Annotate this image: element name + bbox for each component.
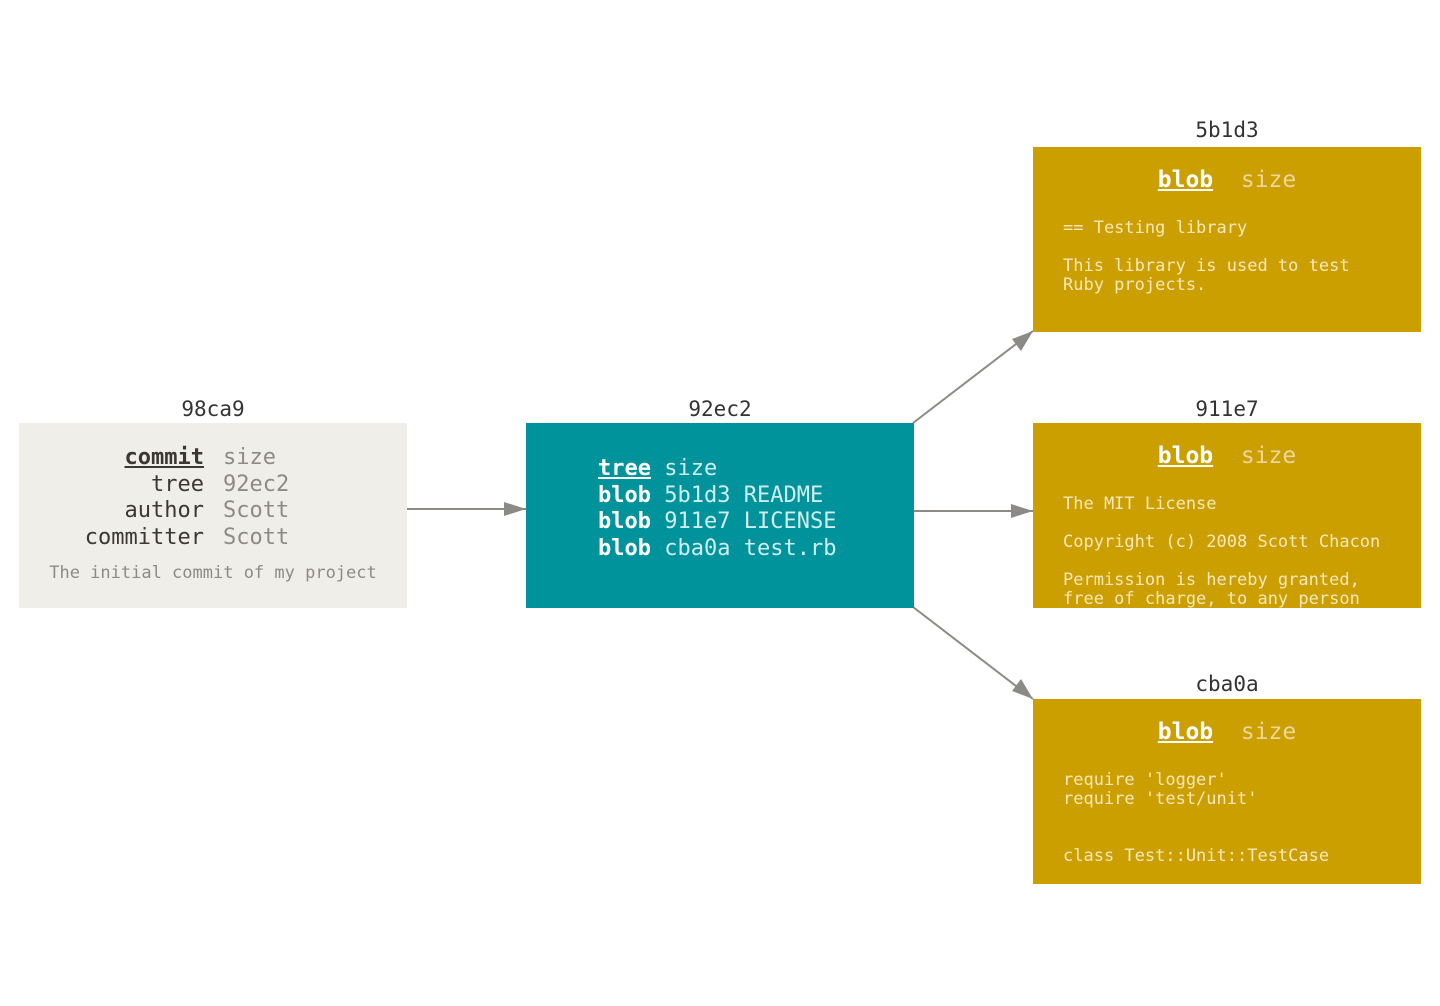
arrowhead xyxy=(504,502,526,516)
commit-row-key: tree xyxy=(151,471,204,497)
tree-entry: blob 911e7 LICENSE xyxy=(598,509,908,536)
commit-type: commit xyxy=(124,445,204,470)
entry-name: README xyxy=(743,482,824,508)
blob-object: blob size require 'logger' require 'test… xyxy=(1033,699,1421,884)
commit-row-value: Scott xyxy=(223,524,290,550)
tree-size: size xyxy=(664,456,718,481)
commit-size: size xyxy=(223,445,276,470)
entry-hash: cba0a xyxy=(664,535,731,561)
arrowhead xyxy=(1012,331,1033,351)
blob-object: blob size == Testing library This librar… xyxy=(1033,147,1421,332)
arrow-tree-to-blob-5b1d3 xyxy=(912,330,1034,424)
commit-row-value: Scott xyxy=(223,498,290,523)
blob-content: The MIT License Copyright (c) 2008 Scott… xyxy=(1063,494,1381,609)
entry-type: blob xyxy=(598,509,651,534)
arrow-tree-to-blob-cba0a xyxy=(912,606,1034,700)
blob-type: blob xyxy=(1157,167,1214,193)
commit-row-value: 92ec2 xyxy=(223,471,290,497)
commit-message: The initial commit of my project xyxy=(49,563,377,583)
entry-name: LICENSE xyxy=(743,509,837,534)
blob-object: blob size The MIT License Copyright (c) … xyxy=(1033,423,1421,608)
blob-content: require 'logger' require 'test/unit' cla… xyxy=(1063,770,1330,866)
tree-entry: blob 5b1d3 README xyxy=(598,483,908,510)
entry-type: blob xyxy=(598,482,651,508)
tree-type: tree xyxy=(598,456,651,481)
blob-type: blob xyxy=(1157,719,1214,745)
arrowhead xyxy=(1011,504,1033,518)
blob-size: size xyxy=(1240,719,1297,745)
tree-id-label: 92ec2 xyxy=(688,397,752,421)
blob-size: size xyxy=(1240,167,1297,193)
tree-entry: blob cba0a test.rb xyxy=(598,536,908,563)
blob-content: == Testing library This library is used … xyxy=(1063,218,1350,295)
tree-object: tree size blob 5b1d3 README blob 911e7 L… xyxy=(526,423,914,608)
blob-id-label: 911e7 xyxy=(1195,397,1259,421)
entry-type: blob xyxy=(598,535,651,561)
blob-type: blob xyxy=(1157,443,1214,469)
commit-row-key: author xyxy=(124,498,204,523)
blob-size: size xyxy=(1240,443,1297,469)
commit-id-label: 98ca9 xyxy=(181,397,245,421)
commit-row-key: committer xyxy=(84,524,204,550)
entry-name: test.rb xyxy=(743,535,837,561)
blob-id-label: cba0a xyxy=(1195,672,1259,696)
arrowhead xyxy=(1012,679,1033,699)
entry-hash: 911e7 xyxy=(664,509,731,534)
blob-id-label: 5b1d3 xyxy=(1195,118,1259,142)
tree-header: tree size xyxy=(598,456,908,483)
entry-hash: 5b1d3 xyxy=(664,482,731,508)
